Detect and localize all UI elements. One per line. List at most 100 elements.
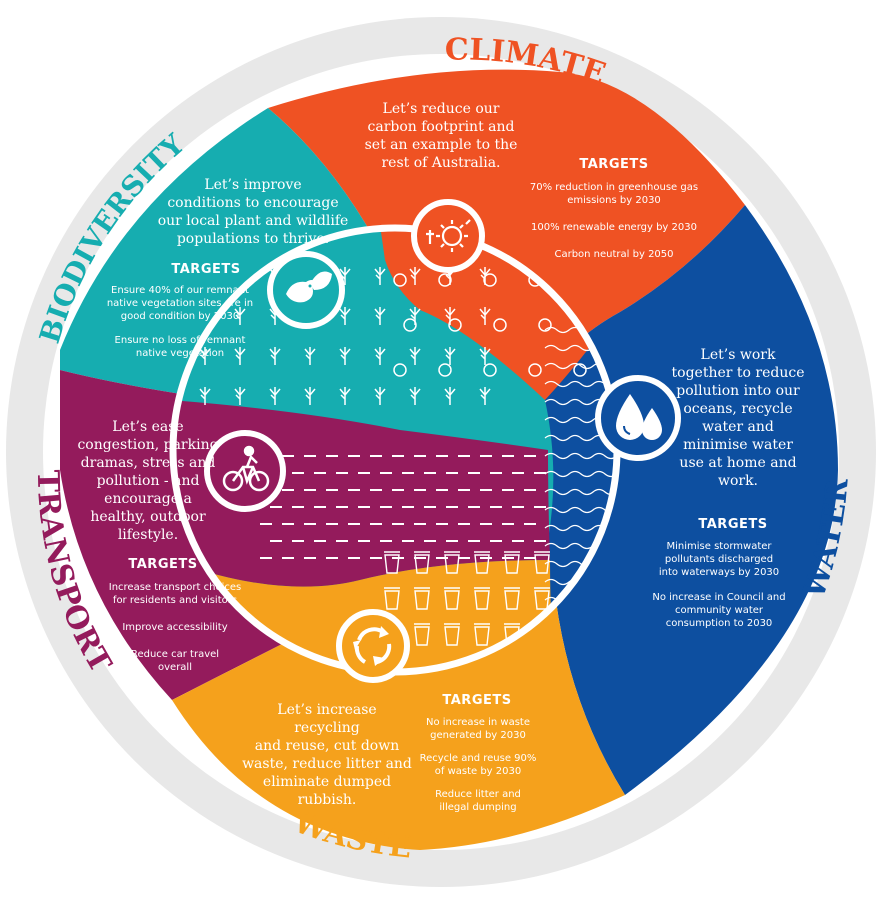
- bin-mark: [414, 551, 430, 574]
- transport-intro-line: Let’s ease: [112, 419, 183, 435]
- dash-mark: [326, 557, 338, 559]
- dash-mark: [402, 472, 414, 474]
- dash-mark: [348, 489, 360, 491]
- bin-mark: [474, 587, 490, 610]
- sun-mark: [403, 318, 417, 332]
- tree-mark: [269, 307, 281, 325]
- transport-target-line: Increase transport choices: [109, 582, 241, 593]
- dash-mark: [524, 489, 536, 491]
- dash-mark: [370, 455, 382, 457]
- dash-mark: [358, 472, 370, 474]
- transport-badge: [204, 430, 286, 512]
- dash-mark: [370, 557, 382, 559]
- wave-mark: [544, 452, 617, 460]
- dash-mark: [314, 540, 326, 542]
- bin-mark: [414, 623, 430, 646]
- biodiversity-badge: [267, 251, 345, 329]
- dash-mark: [524, 557, 536, 559]
- dash-mark: [458, 489, 470, 491]
- wave-mark: [544, 488, 617, 496]
- dash-mark: [424, 472, 436, 474]
- tree-mark: [479, 347, 491, 365]
- dash-mark: [380, 472, 392, 474]
- dash-mark: [270, 506, 282, 508]
- dash-mark: [480, 455, 492, 457]
- dash-mark: [512, 540, 524, 542]
- water-intro-line: oceans, recycle: [683, 401, 792, 417]
- tree-mark: [234, 347, 246, 365]
- dash-mark: [402, 540, 414, 542]
- dash-mark: [414, 523, 426, 525]
- transport-intro-line: congestion, parking: [77, 437, 218, 453]
- transport-intro-line: healthy, outdoor: [90, 509, 206, 525]
- bin-mark: [504, 587, 520, 610]
- waste-target-line: generated by 2030: [430, 730, 526, 741]
- sun-mark: [448, 318, 462, 332]
- transport-target-line: for residents and visitors: [113, 595, 237, 606]
- dash-mark: [282, 557, 294, 559]
- bin-mark: [444, 623, 460, 646]
- biodiversity-intro-line: our local plant and wildlife: [158, 213, 349, 229]
- dash-mark: [260, 523, 272, 525]
- dash-mark: [380, 506, 392, 508]
- tree-mark: [409, 347, 421, 365]
- tree-mark: [339, 347, 351, 365]
- dash-mark: [326, 455, 338, 457]
- dash-mark: [436, 489, 448, 491]
- dash-mark: [358, 540, 370, 542]
- cyclist-icon: [222, 445, 270, 492]
- dash-mark: [292, 506, 304, 508]
- dash-mark: [480, 557, 492, 559]
- dash-mark: [336, 506, 348, 508]
- dash-mark: [490, 472, 502, 474]
- dash-mark: [314, 506, 326, 508]
- climate-target-line: Carbon neutral by 2050: [554, 249, 673, 260]
- transport-intro-line: dramas, stress and: [81, 455, 216, 471]
- biodiversity-target-line: Ensure 40% of our remnant: [111, 285, 249, 296]
- biodiversity-target-line: Ensure no loss of remnant: [115, 335, 246, 346]
- water-intro-line: work.: [718, 473, 758, 489]
- transport-intro-line: lifestyle.: [118, 527, 178, 543]
- tree-mark: [269, 387, 281, 405]
- dash-mark: [336, 540, 348, 542]
- biodiversity-target-line: native vegetation: [136, 348, 224, 359]
- transport-targets-heading: TARGETS: [128, 557, 197, 572]
- transport-target-line: overall: [158, 662, 192, 673]
- dash-mark: [480, 489, 492, 491]
- dash-mark: [392, 489, 404, 491]
- dash-mark: [292, 540, 304, 542]
- biodiversity-target-line: native vegetation sites are in: [107, 298, 253, 309]
- dash-mark: [502, 557, 514, 559]
- dash-mark: [490, 506, 502, 508]
- bin-mark: [384, 551, 400, 574]
- dash-mark: [270, 540, 282, 542]
- dash-mark: [348, 523, 360, 525]
- bin-mark: [444, 587, 460, 610]
- biodiversity-intro-line: conditions to encourage: [167, 195, 338, 211]
- sun-mark: [483, 363, 497, 377]
- dash-mark: [534, 540, 546, 542]
- tree-mark: [339, 387, 351, 405]
- tree-mark: [444, 347, 456, 365]
- dash-mark: [458, 523, 470, 525]
- dash-mark: [436, 557, 448, 559]
- dash-mark: [304, 523, 316, 525]
- dash-mark: [392, 455, 404, 457]
- waste-target-line: Recycle and reuse 90%: [420, 753, 537, 764]
- dash-mark: [348, 455, 360, 457]
- water-badge: [595, 375, 681, 461]
- sun-mark: [438, 363, 452, 377]
- tree-mark: [409, 307, 421, 325]
- water-drops-icon: [616, 394, 662, 440]
- water-intro-line: minimise water: [683, 437, 793, 453]
- tree-mark: [304, 347, 316, 365]
- tree-mark: [374, 387, 386, 405]
- biodiversity-intro-line: populations to thrive.: [177, 231, 329, 247]
- waste-badge: [336, 609, 410, 683]
- climate-intro-line: carbon footprint and: [368, 119, 515, 135]
- water-target-line: Minimise stormwater: [667, 541, 773, 552]
- sun-mark: [393, 363, 407, 377]
- climate-intro-line: rest of Australia.: [381, 155, 500, 171]
- dash-mark: [534, 472, 546, 474]
